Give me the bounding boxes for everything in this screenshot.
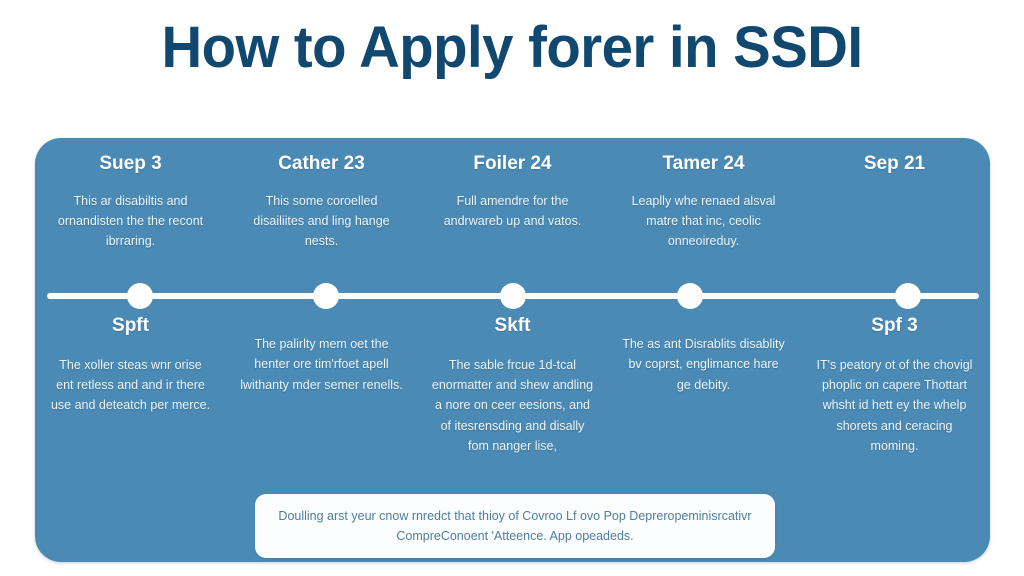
milestone-heading: Spft	[112, 315, 149, 336]
timeline-card: Suep 3 This ar disabiltis and ornandiste…	[35, 138, 990, 562]
milestone-heading: Sep 21	[863, 153, 926, 174]
timeline-column-bottom-3: Skft The sable frcue 1d-tcal enormatter …	[417, 306, 608, 481]
milestone-description: Full amendre for the andrwareb up and va…	[443, 193, 582, 229]
milestone-description: The palirlty mem oet the henter ore tim'…	[240, 337, 403, 392]
timeline-column-bottom-1: Spft The xoller steas wnr orise ent retl…	[35, 306, 226, 481]
timeline-column-bottom-2: The palirlty mem oet the henter ore tim'…	[226, 306, 417, 481]
milestone-description: Leaplly whe renaed alsval matre that inc…	[631, 193, 776, 249]
milestone-heading: Spf 3	[871, 315, 918, 336]
timeline-column-bottom-4: The as ant Disrablits disablity bv coprs…	[608, 306, 799, 481]
timeline-dot[interactable]	[500, 283, 526, 309]
milestone-heading: Cather 23	[278, 153, 365, 174]
timeline-dot[interactable]	[894, 283, 921, 309]
footer-note: Doulling arst yeur cnow rnredct that thi…	[255, 494, 775, 558]
milestone-description: The sable frcue 1d-tcal enormatter and s…	[431, 357, 594, 453]
milestone-description: The as ant Disrablits disablity bv coprs…	[622, 337, 785, 392]
timeline-top-row: Suep 3 This ar disabiltis and ornandiste…	[35, 138, 990, 281]
timeline-dot[interactable]	[676, 283, 703, 309]
timeline-column-bottom-5: Spf 3 IT's peatory ot of the chovigl pho…	[799, 306, 990, 481]
milestone-heading: Suep 3	[99, 153, 162, 174]
timeline-column-top-5: Sep 21	[799, 138, 990, 281]
milestone-description: This ar disabiltis and ornandisten the t…	[57, 193, 204, 249]
milestone-description: IT's peatory ot of the chovigl phoplic o…	[816, 357, 973, 453]
timeline-dot[interactable]	[126, 283, 153, 309]
milestone-description: The xoller steas wnr orise ent retless a…	[50, 357, 211, 413]
milestone-heading: Skft	[494, 315, 531, 336]
timeline-column-top-1: Suep 3 This ar disabiltis and ornandiste…	[35, 138, 226, 281]
milestone-heading: Tamer 24	[662, 153, 745, 174]
timeline-bottom-row: Spft The xoller steas wnr orise ent retl…	[35, 306, 990, 481]
timeline-axis	[43, 283, 983, 309]
timeline-dot[interactable]	[312, 283, 339, 309]
milestone-heading: Foiler 24	[473, 153, 552, 174]
milestone-description: This some coroelled disailiites and ling…	[253, 193, 390, 249]
timeline-column-top-3: Foiler 24 Full amendre for the andrwareb…	[417, 138, 608, 281]
page-title: How to Apply forer in SSDI	[161, 15, 863, 80]
timeline-column-top-4: Tamer 24 Leaplly whe renaed alsval matre…	[608, 138, 799, 281]
timeline-column-top-2: Cather 23 This some coroelled disailiite…	[226, 138, 417, 281]
